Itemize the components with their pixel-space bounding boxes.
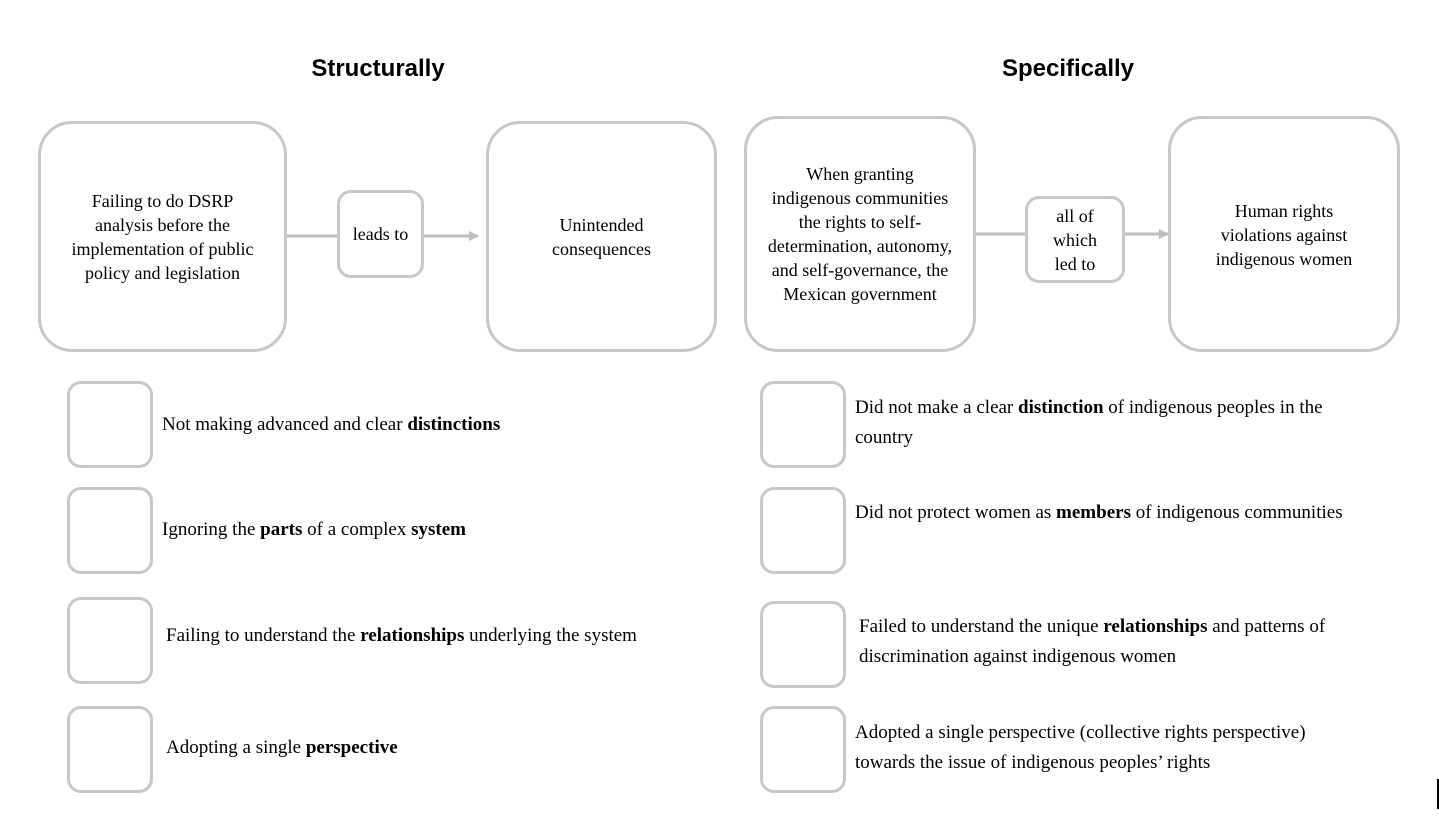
right-item-1: Did not make a clear distinction of indi… xyxy=(855,397,1323,448)
cause-box-right: When granting indigenous communities the… xyxy=(744,116,976,352)
checkbox-right-4[interactable] xyxy=(760,706,846,793)
checkbox-left-2[interactable] xyxy=(67,487,153,574)
cause-text-left: Failing to do DSRP analysis before the i… xyxy=(71,190,254,283)
link-box-left: leads to xyxy=(337,190,424,278)
effect-box-left: Unintended consequences xyxy=(486,121,717,352)
link-text-left: leads to xyxy=(352,224,409,244)
right-item-4: Adopted a single perspective (collective… xyxy=(855,722,1306,773)
checkbox-right-3[interactable] xyxy=(760,601,846,688)
checkbox-left-4[interactable] xyxy=(67,706,153,793)
heading-structurally: Structurally xyxy=(311,55,445,82)
effect-box-right: Human rights violations against indigeno… xyxy=(1168,116,1400,352)
effect-text-left: Unintended consequences xyxy=(552,214,651,259)
right-item-3: Failed to understand the unique relation… xyxy=(859,616,1326,667)
checkbox-left-1[interactable] xyxy=(67,381,153,468)
heading-specifically: Specifically xyxy=(1001,55,1135,82)
link-text-right: all of which led to xyxy=(1053,205,1097,274)
left-item-3: Failing to understand the relationships … xyxy=(166,625,637,646)
checkbox-left-3[interactable] xyxy=(67,597,153,684)
checkbox-right-1[interactable] xyxy=(760,381,846,468)
left-item-4: Adopting a single perspective xyxy=(166,737,398,758)
right-item-2: Did not protect women as members of indi… xyxy=(855,502,1343,523)
text-cursor xyxy=(1437,779,1439,809)
checkbox-right-2[interactable] xyxy=(760,487,846,574)
left-item-2: Ignoring the parts of a complex system xyxy=(162,519,466,540)
cause-text-right: When granting indigenous communities the… xyxy=(767,164,953,304)
cause-box-left: Failing to do DSRP analysis before the i… xyxy=(38,121,287,352)
left-item-1: Not making advanced and clear distinctio… xyxy=(162,414,501,435)
link-box-right: all of which led to xyxy=(1025,196,1125,283)
effect-text-right: Human rights violations against indigeno… xyxy=(1215,201,1353,269)
